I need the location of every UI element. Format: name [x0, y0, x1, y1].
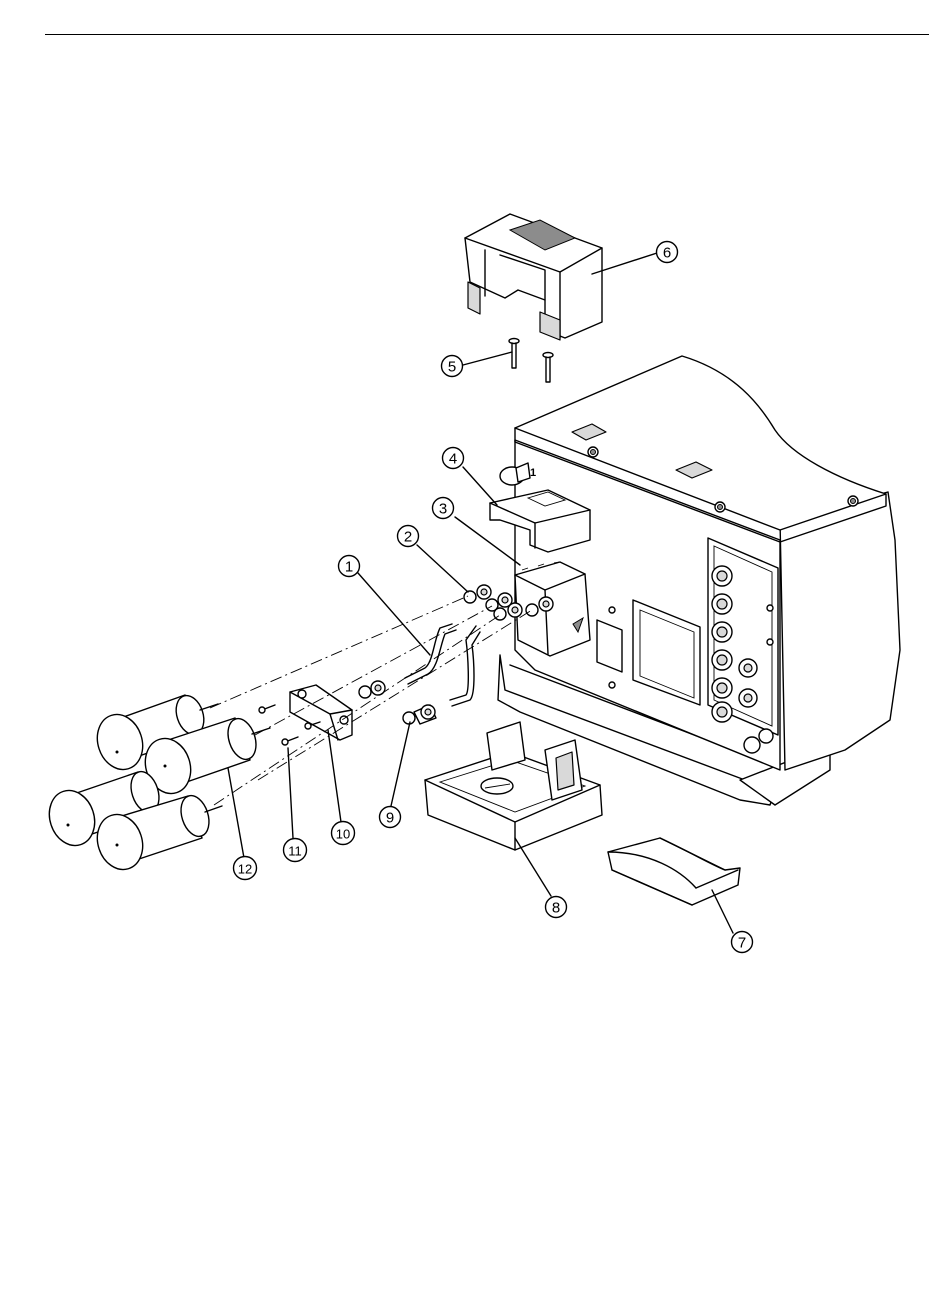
svg-text:11: 11	[288, 844, 302, 859]
part-6-cover	[465, 214, 602, 340]
svg-text:2: 2	[404, 529, 412, 546]
callout-1: 1	[339, 556, 360, 577]
part-1-tubes	[405, 624, 480, 706]
svg-text:6: 6	[663, 245, 671, 262]
svg-text:5: 5	[448, 359, 456, 376]
svg-text:7: 7	[738, 935, 746, 952]
part-12-cylinders	[42, 692, 270, 875]
part-8-tray	[425, 722, 602, 850]
port-marker: 1	[530, 467, 536, 479]
svg-text:8: 8	[552, 900, 560, 917]
svg-text:9: 9	[386, 810, 394, 827]
callout-4: 4	[443, 448, 464, 469]
callout-5: 5	[442, 356, 463, 377]
callout-12: 12	[234, 857, 257, 880]
callout-11: 11	[284, 839, 307, 862]
svg-text:1: 1	[345, 559, 353, 576]
part-7-pad	[608, 838, 740, 905]
svg-text:12: 12	[238, 862, 252, 877]
svg-text:3: 3	[439, 501, 447, 518]
callout-10: 10	[332, 822, 355, 845]
part-9-fitting	[403, 705, 436, 724]
svg-text:10: 10	[336, 827, 350, 842]
callout-9: 9	[380, 807, 401, 828]
svg-text:4: 4	[449, 451, 457, 468]
callout-3: 3	[433, 498, 454, 519]
part-5-screws	[509, 339, 553, 383]
callout-2: 2	[398, 526, 419, 547]
callout-6: 6	[657, 242, 678, 263]
callout-7: 7	[732, 932, 753, 953]
callout-8: 8	[546, 897, 567, 918]
